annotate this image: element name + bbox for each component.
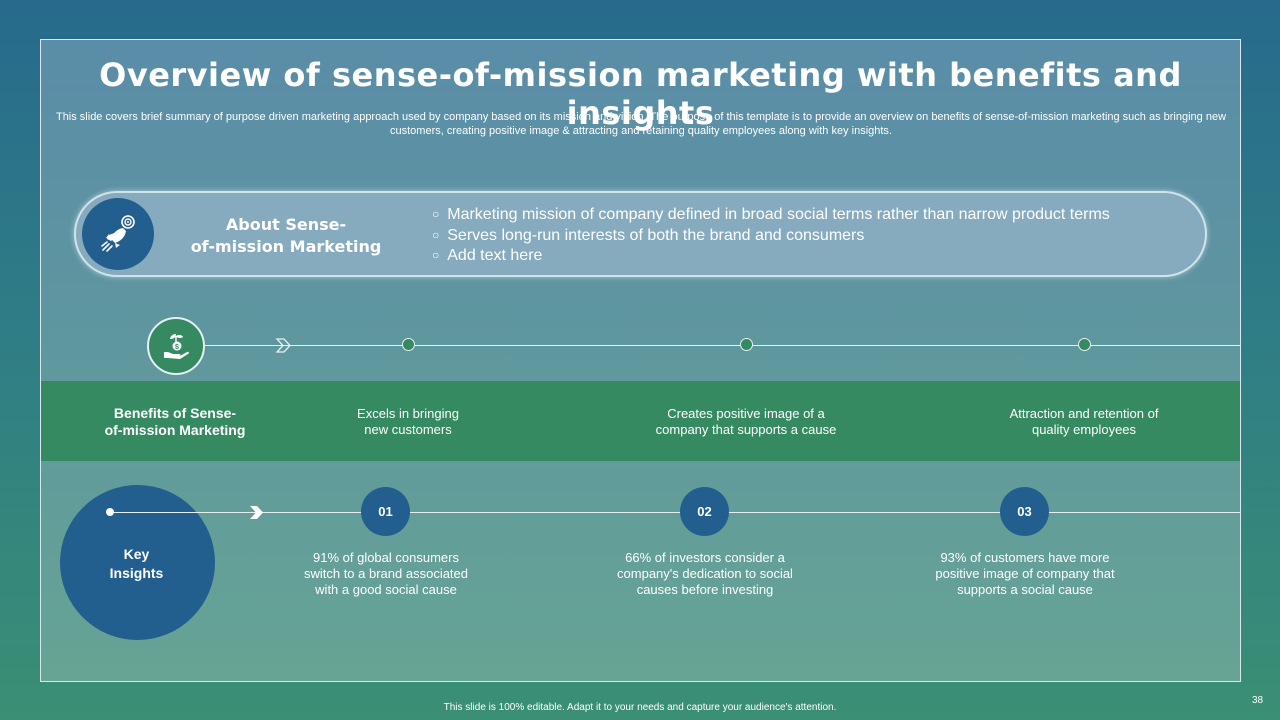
benefit-item-line: company that supports a cause [655, 422, 837, 437]
benefit-item-line: new customers [364, 422, 452, 437]
insight-number-badge: 01 [361, 487, 410, 536]
insight-item-line: 91% of global consumers [313, 550, 459, 565]
insight-item: 93% of customers have more positive imag… [925, 550, 1125, 598]
slide-frame: Overview of sense-of-mission marketing w… [40, 39, 1241, 682]
insight-item: 66% of investors consider a company's de… [605, 550, 805, 598]
rocket-target-icon [82, 198, 154, 270]
about-list-item: Serves long-run interests of both the br… [432, 226, 1110, 247]
svg-text:$: $ [175, 344, 179, 351]
key-insights-label-line-2: Insights [109, 565, 164, 581]
benefit-item-line: quality employees [1031, 422, 1137, 437]
benefits-band: Benefits of Sense- of-mission Marketing … [41, 381, 1240, 461]
insight-item-line: causes before investing [636, 582, 774, 597]
about-list-item: Add text here [432, 246, 1110, 267]
insight-item-line: supports a social cause [957, 582, 1093, 597]
about-title: About Sense- of-mission Marketing [186, 214, 386, 258]
about-list: Marketing mission of company defined in … [432, 205, 1110, 267]
benefits-label: Benefits of Sense- of-mission Marketing [81, 405, 269, 439]
insight-item-line: positive image of company that [935, 566, 1115, 581]
benefit-item-line: Attraction and retention of [1009, 406, 1159, 421]
chevron-right-icon [250, 506, 263, 519]
key-insights-label: Key Insights [60, 545, 213, 583]
timeline-dot [1078, 338, 1091, 351]
chevron-right-icon [275, 338, 291, 353]
page-number: 38 [1252, 695, 1264, 706]
benefit-item-line: Excels in bringing [357, 406, 459, 421]
insight-item-line: with a good social cause [315, 582, 457, 597]
insight-item: 91% of global consumers switch to a bran… [286, 550, 486, 598]
about-panel: About Sense- of-mission Marketing Market… [74, 191, 1207, 277]
insight-number-badge: 02 [680, 487, 729, 536]
money-plant-hand-icon: $ [147, 317, 205, 375]
benefits-label-line-1: Benefits of Sense- [113, 405, 237, 421]
insight-item-line: company's dedication to social [617, 566, 793, 581]
timeline-dot [402, 338, 415, 351]
about-list-item: Marketing mission of company defined in … [432, 205, 1110, 226]
key-insights-circle: Key Insights [60, 485, 215, 640]
footer-text: This slide is 100% editable. Adapt it to… [443, 702, 837, 713]
about-title-line-2: of-mission Marketing [190, 237, 382, 256]
benefits-timeline-line [205, 345, 1240, 346]
slide-title: Overview of sense-of-mission marketing w… [99, 56, 1182, 132]
slide-subtitle: This slide covers brief summary of purpo… [55, 111, 1227, 137]
benefit-item: Creates positive image of a company that… [636, 406, 856, 438]
insight-number-badge: 03 [1000, 487, 1049, 536]
insight-item-line: 66% of investors consider a [625, 550, 785, 565]
benefit-item-line: Creates positive image of a [667, 406, 825, 421]
key-insights-label-line-1: Key [123, 546, 150, 562]
benefits-label-line-2: of-mission Marketing [104, 422, 246, 438]
benefit-item: Excels in bringing new customers [298, 406, 518, 438]
insight-item-line: switch to a brand associated [303, 566, 469, 581]
about-title-line-1: About Sense- [225, 215, 347, 234]
insights-timeline-line [110, 512, 1240, 513]
benefit-item: Attraction and retention of quality empl… [974, 406, 1194, 438]
timeline-start-dot [106, 508, 114, 516]
timeline-dot [740, 338, 753, 351]
insight-item-line: 93% of customers have more [940, 550, 1110, 565]
